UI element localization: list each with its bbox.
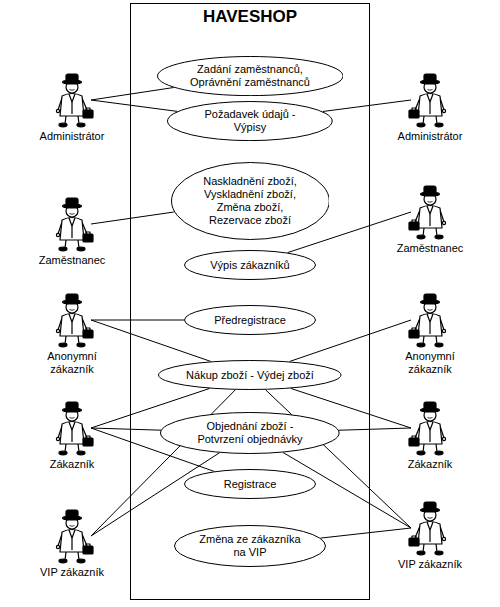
use-case-ellipse: Předregistrace bbox=[184, 305, 316, 335]
actor-label: Zákazník bbox=[392, 458, 468, 471]
use-case-ellipse: Objednání zboží - Potvrzení objednávky bbox=[160, 412, 340, 454]
actor: Anonymní zákazník bbox=[27, 292, 117, 376]
actor-figure bbox=[407, 72, 453, 128]
actor-label: Anonymní zákazník bbox=[34, 350, 110, 376]
use-case-ellipse: Výpis zákazníků bbox=[184, 250, 316, 280]
actor-figure bbox=[407, 500, 453, 556]
association-line bbox=[91, 428, 161, 430]
actor-figure bbox=[407, 400, 453, 456]
actor-label: Administrátor bbox=[34, 130, 110, 143]
association-line bbox=[91, 100, 177, 111]
association-stroke bbox=[339, 428, 411, 430]
use-case-label: Registrace bbox=[224, 478, 277, 491]
association-stroke bbox=[91, 428, 161, 430]
use-case-label: Nákup zboží - Výdej zboží bbox=[186, 369, 314, 382]
system-title: HAVESHOP bbox=[131, 7, 369, 27]
use-case-ellipse: Registrace bbox=[184, 469, 316, 499]
actor-label: Zaměstnanec bbox=[392, 242, 468, 255]
use-case-ellipse: Zadání zaměstnanců, Oprávnění zaměstnanc… bbox=[157, 56, 344, 96]
use-case-label: Výpis zákazníků bbox=[210, 259, 289, 272]
use-case-label: Změna ze zákazníka na VIP bbox=[198, 533, 303, 559]
association-line bbox=[339, 428, 411, 430]
association-stroke bbox=[91, 88, 174, 100]
actor-label: VIP zákazník bbox=[392, 558, 468, 571]
actor: Zákazník bbox=[385, 400, 475, 471]
use-case-label: Objednání zboží - Potvrzení objednávky bbox=[187, 420, 312, 446]
association-stroke bbox=[320, 528, 411, 538]
actor: Administrátor bbox=[385, 72, 475, 143]
actor-label: VIP zákazník bbox=[34, 566, 110, 579]
use-case-label: Zadání zaměstnanců, Oprávnění zaměstnanc… bbox=[185, 63, 315, 89]
association-line bbox=[323, 100, 411, 111]
use-case-label: Naskladnění zboží, Vyskladnění zboží, Zm… bbox=[195, 175, 305, 227]
actor: Zaměstnanec bbox=[27, 196, 117, 267]
association-stroke bbox=[91, 100, 177, 111]
actor-figure bbox=[49, 292, 95, 348]
actor: Administrátor bbox=[27, 72, 117, 143]
actor-label: Zákazník bbox=[34, 458, 110, 471]
association-line bbox=[91, 320, 184, 321]
use-case-ellipse: Požadavek údajů - Výpisy bbox=[167, 101, 333, 141]
actor-figure bbox=[49, 72, 95, 128]
association-line bbox=[91, 88, 174, 100]
system-boundary: HAVESHOP Zadání zaměstnanců, Oprávnění za… bbox=[130, 3, 370, 600]
use-case-label: Požadavek údajů - Výpisy bbox=[192, 108, 307, 134]
actor-figure bbox=[407, 184, 453, 240]
actor-figure bbox=[49, 196, 95, 252]
association-stroke bbox=[91, 453, 220, 536]
actor-figure bbox=[49, 508, 95, 564]
use-case-ellipse: Nákup zboží - Výdej zboží bbox=[158, 360, 341, 390]
use-case-label: Předregistrace bbox=[214, 314, 286, 327]
actor: Zaměstnanec bbox=[385, 184, 475, 255]
association-stroke bbox=[266, 390, 411, 528]
use-case-ellipse: Naskladnění zboží, Vyskladnění zboží, Zm… bbox=[171, 162, 330, 240]
actor: VIP zákazník bbox=[385, 500, 475, 571]
actor: Anonymní zákazník bbox=[385, 292, 475, 376]
actor-label: Administrátor bbox=[392, 130, 468, 143]
actor: VIP zákazník bbox=[27, 508, 117, 579]
actor-label: Anonymní zákazník bbox=[392, 350, 468, 376]
use-case-ellipse: Změna ze zákazníka na VIP bbox=[174, 525, 326, 567]
association-line bbox=[266, 390, 411, 528]
actor-figure bbox=[407, 292, 453, 348]
association-line bbox=[91, 390, 235, 536]
association-stroke bbox=[91, 390, 235, 536]
association-stroke bbox=[91, 212, 174, 224]
association-line bbox=[91, 453, 220, 536]
association-stroke bbox=[323, 100, 411, 111]
actor: Zákazník bbox=[27, 400, 117, 471]
actor-figure bbox=[49, 400, 95, 456]
association-line bbox=[320, 528, 411, 538]
association-stroke bbox=[91, 320, 184, 321]
association-line bbox=[91, 212, 174, 224]
actor-label: Zaměstnanec bbox=[34, 254, 110, 267]
